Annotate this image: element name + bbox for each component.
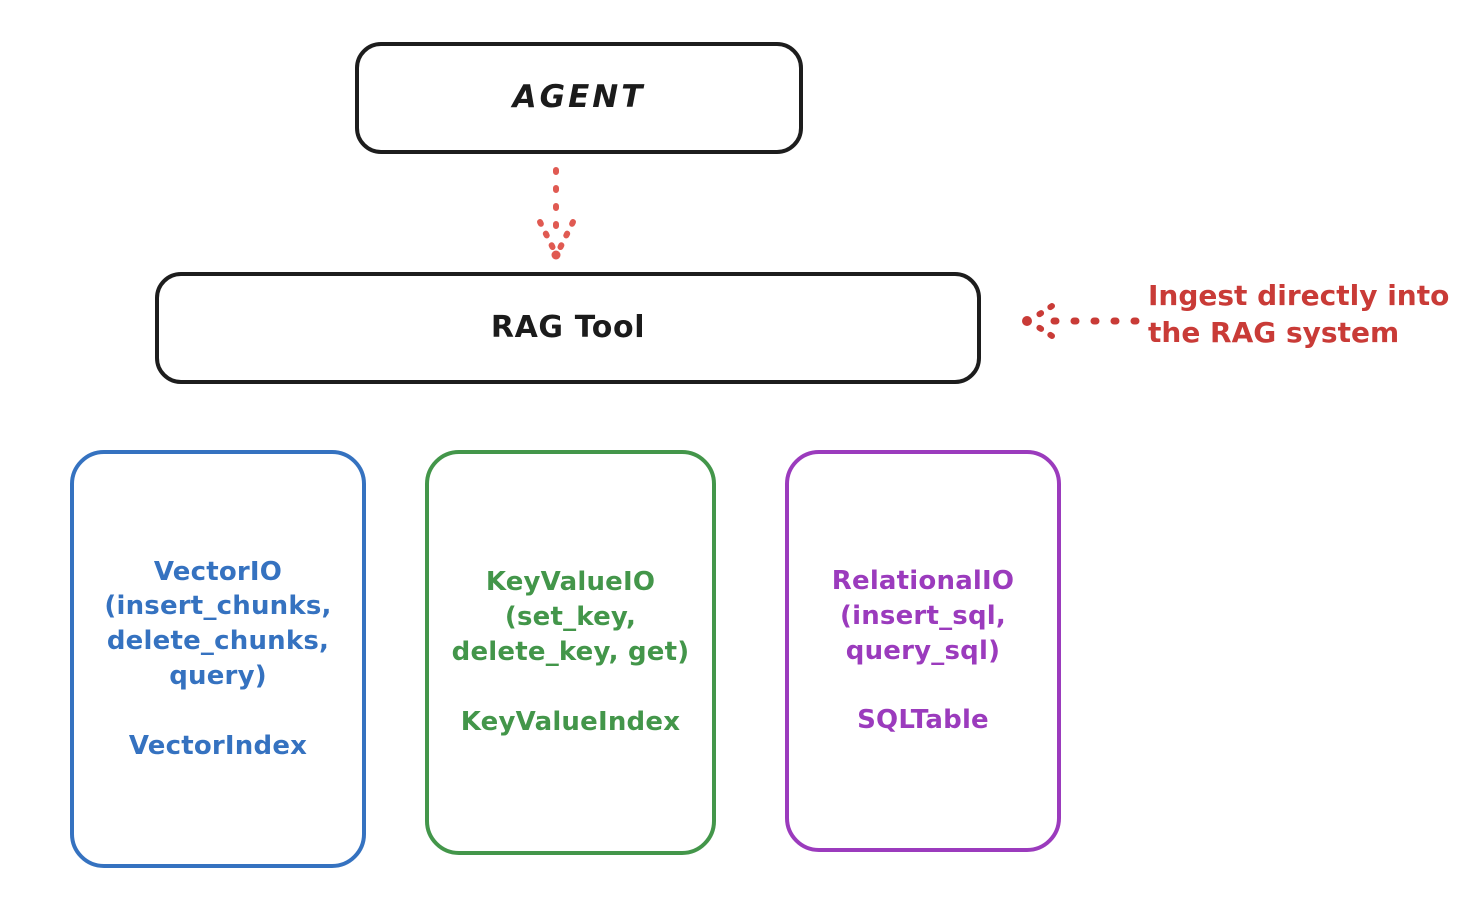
node-rag-tool-label: RAG Tool	[490, 309, 646, 345]
node-relational-io[interactable]: RelationalIO (insert_sql, query_sql) SQL…	[785, 450, 1061, 852]
node-rag-tool[interactable]: RAG Tool	[155, 272, 981, 384]
node-key-value-io[interactable]: KeyValueIO (set_key, delete_key, get) Ke…	[425, 450, 716, 855]
node-vector-io[interactable]: VectorIO (insert_chunks, delete_chunks, …	[70, 450, 366, 868]
connector-agent-to-rag-tool	[537, 167, 576, 260]
node-key-value-io-label: KeyValueIO (set_key, delete_key, get) Ke…	[451, 567, 690, 737]
connector-annotation-to-rag-tool	[1022, 303, 1140, 339]
node-agent[interactable]: AGENT	[355, 42, 803, 154]
annotation-ingest: Ingest directly into the RAG system	[1148, 279, 1450, 349]
node-relational-io-label: RelationalIO (insert_sql, query_sql) SQL…	[831, 565, 1015, 736]
node-agent-label: AGENT	[512, 79, 646, 116]
node-vector-io-label: VectorIO (insert_chunks, delete_chunks, …	[104, 556, 332, 761]
